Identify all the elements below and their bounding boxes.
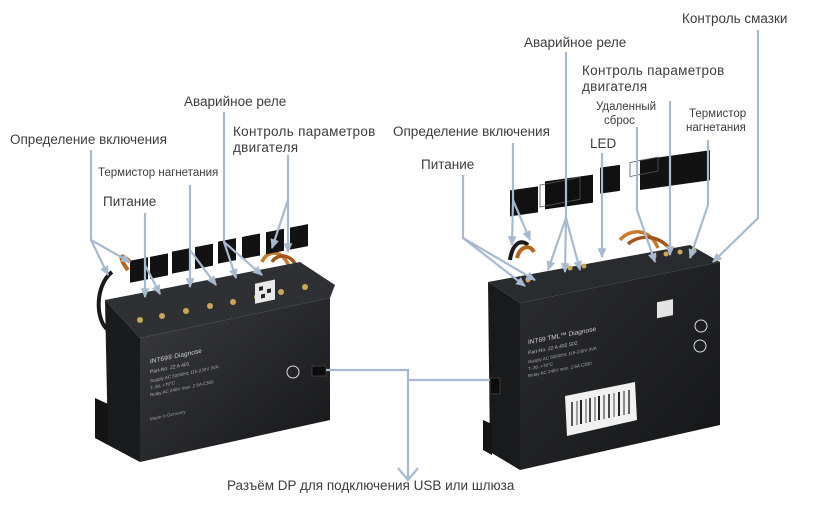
leader-right-alarm	[546, 52, 568, 272]
leaders-left	[89, 112, 293, 299]
leader-right-alarm-3	[560, 217, 570, 274]
leader-right-alarm-2	[564, 217, 582, 272]
barcode-label-right	[565, 382, 637, 436]
label-left-power: Питание	[103, 194, 157, 209]
label-right-power-detection: Определение включения	[393, 124, 550, 139]
rail-foot-right	[483, 420, 492, 455]
label-right-power: Питание	[421, 157, 475, 172]
label-right-oil-control: Контроль смазки	[682, 11, 788, 26]
leader-right-power-detection-2	[507, 199, 517, 247]
device-right-top	[488, 245, 720, 303]
leader-left-power-2	[144, 264, 161, 295]
datamatrix-right	[657, 299, 673, 319]
leaders-dp	[326, 368, 490, 482]
device-left-front	[140, 298, 330, 462]
label-right-remote-reset-1: Удаленный	[596, 101, 657, 113]
leader-left-alarm-2	[223, 241, 263, 276]
label-dp-connector: Разъём DP для подключения USB или шлюза	[227, 478, 515, 493]
leader-left-thermistor-2	[189, 249, 217, 286]
label-right-thermistor-2: нагнетания	[686, 122, 746, 134]
label-left-power-detection: Определение включения	[10, 132, 167, 147]
device-left-top	[105, 262, 335, 338]
label-right-motor-control-2: двигателя	[582, 79, 648, 94]
leader-right-reset	[635, 127, 657, 264]
label-left-motor-control-2: двигателя	[233, 140, 299, 155]
leaders-right	[461, 30, 760, 287]
leader-right-power-2	[462, 237, 536, 281]
ce-mark-left	[286, 365, 300, 379]
device-left-spec-2: T.-30..+70°C	[150, 380, 176, 390]
dp-port-left	[311, 365, 327, 377]
label-left-discharge-thermistor: Термистор нагнетания	[98, 167, 219, 179]
leader-right-thermistor	[688, 140, 710, 260]
datamatrix-left	[255, 279, 275, 304]
leader-left-power-detection-2	[90, 239, 109, 276]
label-right-remote-reset-2: сброс	[604, 115, 635, 127]
device-right-side	[488, 282, 520, 470]
leader-dp-arrowhead	[397, 467, 419, 482]
label-right-alarm-relay: Аварийное реле	[524, 35, 627, 50]
wire-brown-right	[515, 245, 536, 259]
label-right-thermistor-1: Термистор	[689, 108, 747, 120]
panel-box-1	[539, 176, 581, 208]
wire-black-left	[96, 270, 114, 332]
device-right: INT69 TML™ Diagnose Part-No. 22 A 402 S0…	[483, 150, 720, 470]
label-left-motor-control-1: Контроль параметров	[233, 124, 376, 139]
wire-black-right	[508, 240, 530, 261]
label-right-motor-control-1: Контроль параметров	[582, 63, 725, 78]
panel-box-2	[629, 156, 659, 178]
label-right-led: LED	[590, 136, 617, 151]
rail-foot-left	[95, 398, 108, 445]
leader-left-motor-2	[270, 199, 290, 250]
wire-orange-right	[618, 230, 660, 249]
device-right-spec-2: T.-30..+70°C	[528, 361, 554, 371]
leader-right-oil	[712, 30, 760, 263]
ce-mark-right	[694, 319, 708, 333]
leader-dp-left	[326, 368, 410, 478]
ul-mark-right	[693, 339, 707, 353]
label-left-alarm-relay: Аварийное реле	[184, 94, 287, 109]
terminal-strip-right	[510, 150, 710, 283]
dp-port-right	[489, 377, 501, 395]
device-left-side	[105, 300, 140, 462]
device-left: INT69® Diagnose Part-No. 22 A 401 Supply…	[95, 224, 335, 462]
